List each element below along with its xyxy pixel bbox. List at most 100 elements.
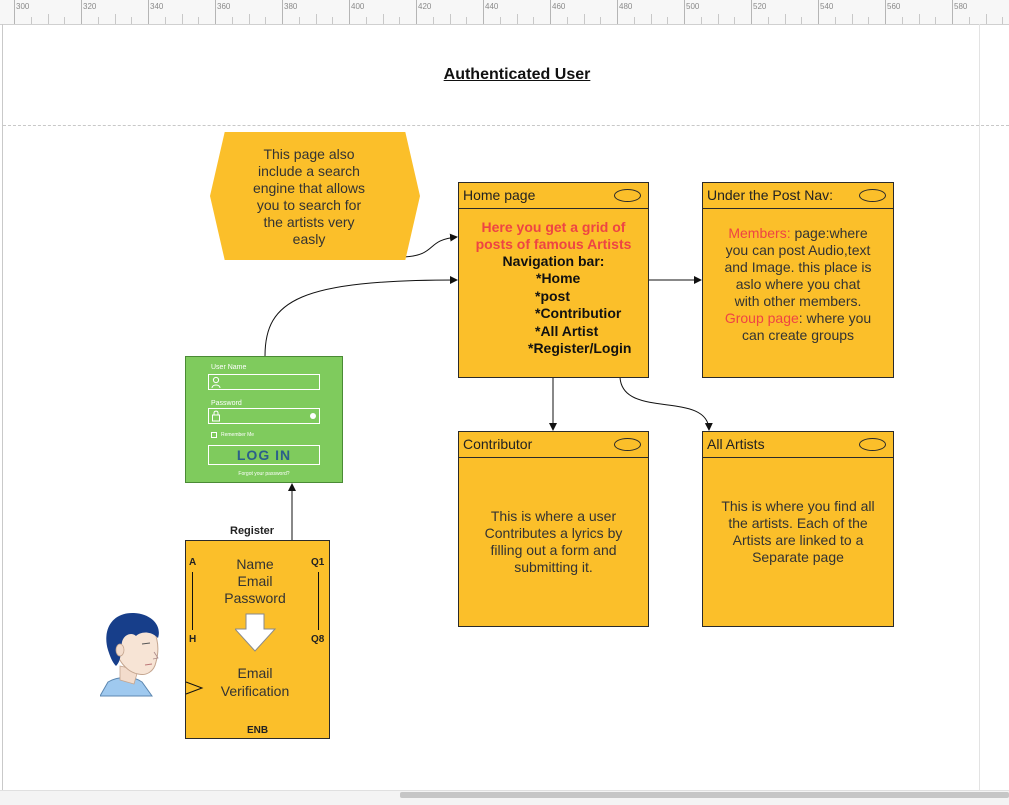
post-nav-header: Under the Post Nav: (703, 183, 893, 209)
group-page-rest: : where you (798, 310, 872, 326)
all-artists-line: the artists. Each of the (728, 515, 868, 531)
contributor-card[interactable]: Contributor This is where a user Contrib… (458, 431, 649, 627)
ruler-label: 300 (16, 2, 30, 11)
nav-item-contributor: *Contributior (535, 305, 622, 321)
verification-line: Verification (220, 683, 290, 699)
enb-label: ENB (246, 725, 269, 736)
note-line: include a search (258, 163, 360, 179)
note-line: This page also (263, 146, 355, 162)
all-artists-line: This is where you find all (721, 498, 875, 514)
search-note-shape[interactable] (210, 132, 420, 260)
post-nav-line: with other members. (734, 293, 862, 309)
forgot-password-link[interactable]: Forgot your password? (238, 471, 290, 477)
page-edge-right (979, 24, 980, 790)
note-line: easly (292, 231, 326, 247)
contributor-line: filling out a form and (490, 542, 617, 558)
header-oval-icon (859, 189, 886, 202)
home-red-line: Here you get a grid of (481, 219, 626, 235)
post-nav-line: Group page: where you (707, 310, 889, 327)
edge-home-to-allartists[interactable] (619, 376, 713, 431)
ruler-label: 520 (753, 2, 767, 11)
contributor-title: Contributor (463, 436, 533, 452)
contributor-line: submitting it. (514, 559, 593, 575)
post-nav-line: can create groups (741, 327, 855, 343)
home-page-header: Home page (459, 183, 648, 209)
all-artists-card[interactable]: All Artists This is where you find all t… (702, 431, 894, 627)
register-pin-lines (185, 572, 319, 695)
post-nav-title: Under the Post Nav: (707, 187, 834, 203)
field-email: Email (237, 573, 273, 589)
login-form-shape[interactable]: User Name Password Remember Me LOG IN Fo… (185, 356, 343, 483)
pin-q8: Q8 (311, 634, 325, 645)
eye-icon[interactable] (309, 412, 317, 420)
ruler-label: 320 (83, 2, 97, 11)
remember-checkbox[interactable] (211, 432, 217, 438)
home-page-card[interactable]: Home page Here you get a grid of posts o… (458, 182, 649, 378)
ruler-ticks (14, 0, 1003, 24)
arrow-down-icon (235, 613, 277, 652)
header-oval-icon (859, 438, 886, 451)
nav-item-home: *Home (536, 270, 581, 286)
members-rest: page:where (790, 225, 868, 241)
contributor-line: This is where a user (490, 508, 617, 524)
contributor-line: Contributes a lyrics by (484, 525, 623, 541)
register-component[interactable]: A H Q1 Q8 Name Email Password Email Veri… (185, 540, 330, 739)
contributor-header: Contributor (459, 432, 648, 458)
edge-note-to-home[interactable] (403, 233, 458, 258)
members-label: Members: (728, 225, 791, 241)
post-nav-line: Members: page:where (707, 225, 889, 242)
ruler-label: 420 (418, 2, 432, 11)
page-edge-left (2, 24, 3, 790)
register-fields: Name Email Password (210, 556, 300, 607)
ruler-label: 360 (217, 2, 231, 11)
search-note-text: This page also include a search engine t… (240, 146, 378, 248)
diagram-title[interactable]: Authenticated User (443, 66, 591, 83)
post-nav-line: aslo where you chat (735, 276, 861, 292)
home-red-line: posts of famous Artists (475, 236, 632, 252)
user-icon (211, 376, 221, 388)
ruler-label: 580 (954, 2, 968, 11)
edge-login-to-home[interactable] (264, 276, 458, 357)
ruler-label: 440 (485, 2, 499, 11)
password-label: Password (211, 400, 242, 407)
top-ruler: 300 320 340 360 380 400 420 440 460 480 … (0, 0, 1009, 25)
username-field[interactable] (208, 374, 320, 390)
ruler-label: 500 (686, 2, 700, 11)
note-line: engine that allows (252, 180, 366, 196)
ruler-label: 540 (820, 2, 834, 11)
contributor-body: This is where a user Contributes a lyric… (463, 508, 644, 576)
group-page-label: Group page (724, 310, 799, 326)
all-artists-line: Separate page (752, 549, 844, 565)
note-line: the artists very (263, 214, 355, 230)
all-artists-body: This is where you find all the artists. … (707, 498, 889, 566)
nav-items: *Home *post *Contributior *All Artist *R… (528, 270, 631, 358)
title-divider (3, 125, 1009, 126)
post-nav-line: you can post Audio,text (725, 242, 871, 258)
all-artists-title: All Artists (707, 436, 765, 452)
ruler-label: 560 (887, 2, 901, 11)
user-avatar-icon[interactable] (100, 610, 166, 700)
password-field[interactable] (208, 408, 320, 424)
ruler-label: 340 (150, 2, 164, 11)
pin-q1: Q1 (311, 557, 325, 568)
post-nav-card[interactable]: Under the Post Nav: Members: page:where … (702, 182, 894, 378)
username-label: User Name (211, 364, 247, 371)
field-password: Password (224, 590, 286, 606)
nav-item-register-login: *Register/Login (528, 340, 632, 356)
lock-icon (212, 410, 220, 422)
ruler-label: 460 (552, 2, 566, 11)
login-button[interactable]: LOG IN (208, 445, 320, 465)
note-line: you to search for (256, 197, 362, 213)
home-page-body: Here you get a grid of posts of famous A… (463, 219, 644, 270)
email-verification: Email Verification (201, 664, 309, 700)
horizontal-scrollbar-thumb[interactable] (400, 792, 1009, 798)
remember-label: Remember Me (221, 432, 255, 438)
ruler-label: 480 (619, 2, 633, 11)
home-page-title: Home page (463, 187, 536, 203)
nav-item-all-artist: *All Artist (535, 322, 599, 339)
all-artists-line: Artists are linked to a (732, 532, 864, 548)
pin-a: A (189, 557, 197, 568)
ruler-label: 380 (284, 2, 298, 11)
nav-item-post: *post (535, 287, 570, 304)
